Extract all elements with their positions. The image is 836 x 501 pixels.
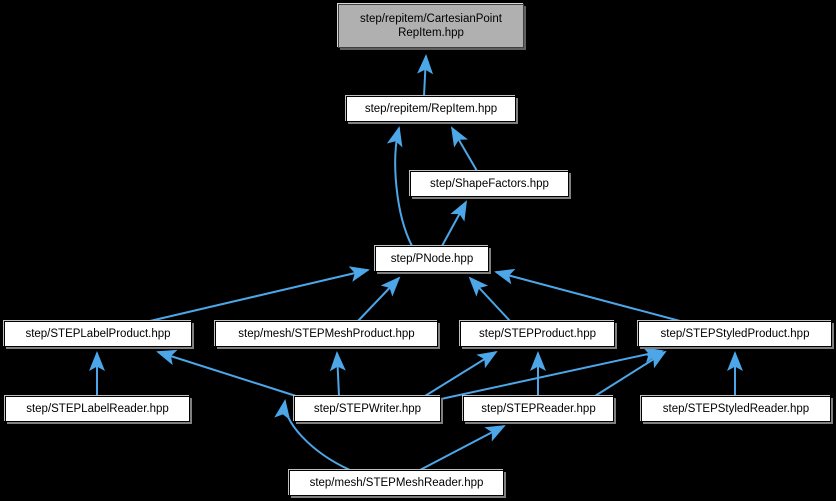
graph-node-stepwriter[interactable]: step/STEPWriter.hpp [294,396,441,422]
graph-node-stepproduct[interactable]: step/STEPProduct.hpp [460,321,615,347]
graph-node-label: step/ShapeFactors.hpp [430,178,549,190]
edge-stepmeshreader-to-stepreader [419,425,506,471]
graph-node-pnode[interactable]: step/PNode.hpp [375,246,489,272]
edge-pnode-to-shapefactors [441,200,467,247]
graph-node-label: step/mesh/STEPMeshProduct.hpp [238,328,415,340]
graph-node-label: step/STEPLabelReader.hpp [26,403,169,415]
graph-node-stepmeshreader[interactable]: step/mesh/STEPMeshReader.hpp [289,470,504,496]
graph-node-label: step/STEPProduct.hpp [479,328,596,340]
edge-stepwriter-to-stepproduct [424,350,498,397]
graph-node-label: step/repitem/RepItem.hpp [364,103,498,115]
edge-stepproduct-to-pnode [468,276,511,322]
graph-node-stepreader[interactable]: step/STEPReader.hpp [463,396,614,422]
edge-stepwriter-to-stepmeshproduct [329,351,346,397]
graph-node-shapefactors[interactable]: step/ShapeFactors.hpp [410,171,569,197]
edge-stepwriter-to-stepstyledproduct [440,347,664,400]
graph-node-label: step/STEPStyledProduct.hpp [660,328,810,340]
graph-node-cartesian-point-repitem[interactable]: step/repitem/CartesianPoint RepItem.hpp [338,4,524,48]
graph-node-repitem[interactable]: step/repitem/RepItem.hpp [346,96,516,122]
edge-steplabelproduct-to-pnode [149,266,370,322]
edge-shapefactors-to-repitem [450,126,478,172]
graph-node-label: step/STEPWriter.hpp [313,403,422,415]
graph-node-stepmeshproduct[interactable]: step/mesh/STEPMeshProduct.hpp [215,321,438,347]
graph-node-label: step/repitem/CartesianPoint RepItem.hpp [360,13,502,39]
graph-node-stepstyledproduct[interactable]: step/STEPStyledProduct.hpp [638,321,832,347]
edge-stepwriter-to-steplabelproduct [156,349,297,397]
graph-node-steplabelproduct[interactable]: step/STEPLabelProduct.hpp [4,321,192,347]
graph-node-steplabelreader[interactable]: step/STEPLabelReader.hpp [5,396,190,422]
graph-node-label: step/STEPLabelProduct.hpp [25,328,171,340]
edge-repitem-to-cartesian-point-repitem [417,54,434,97]
graph-node-label: step/mesh/STEPMeshReader.hpp [309,477,484,489]
graph-node-label: step/STEPStyledReader.hpp [662,403,810,415]
edge-stepstyledproduct-to-pnode [494,268,681,322]
edge-stepreader-to-stepstyledproduct [594,350,667,397]
graph-node-stepstyledreader[interactable]: step/STEPStyledReader.hpp [641,396,831,422]
graph-node-label: step/STEPReader.hpp [481,403,596,415]
edge-stepmeshproduct-to-pnode [357,276,401,322]
graph-node-label: step/PNode.hpp [390,253,474,265]
